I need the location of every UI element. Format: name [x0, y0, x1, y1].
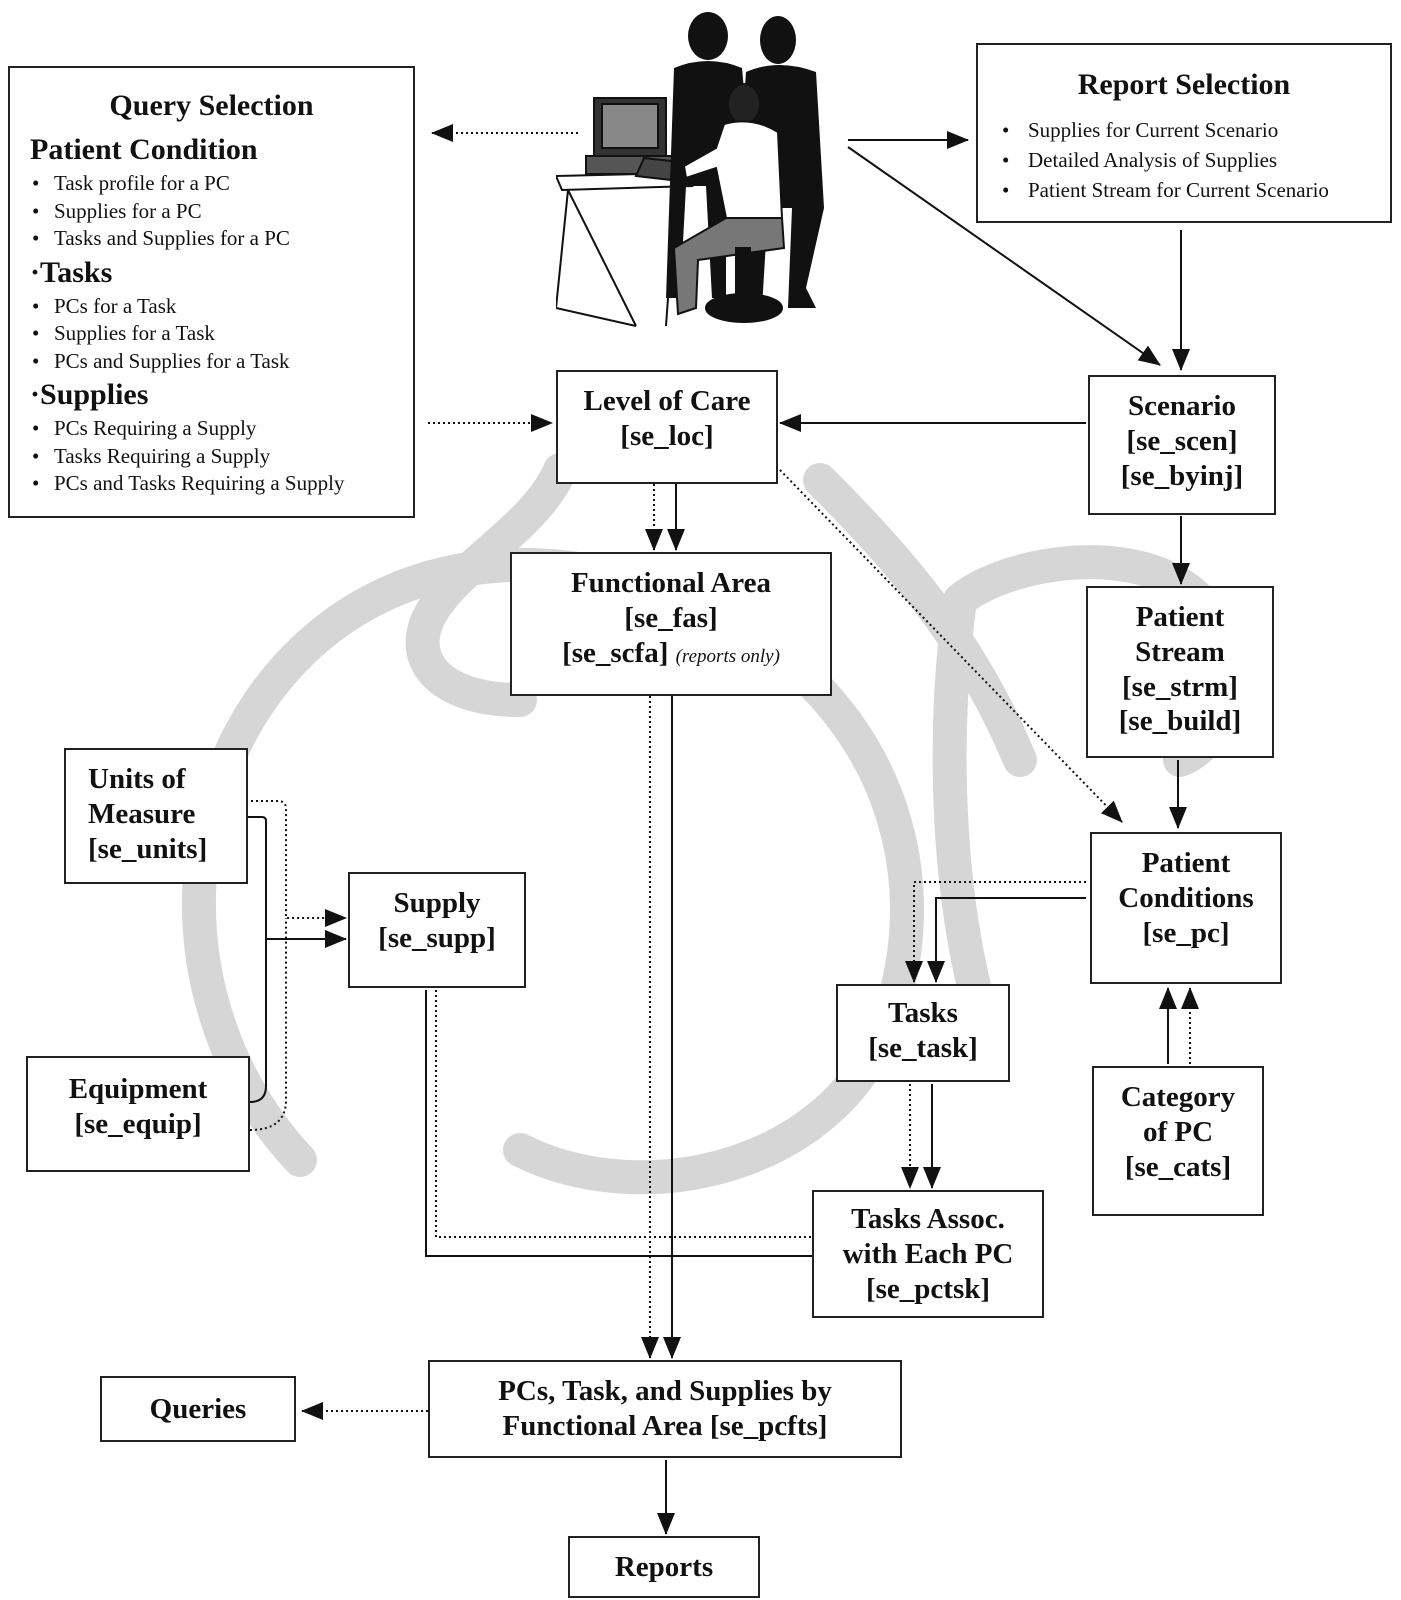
queries-box[interactable]: Queries	[100, 1376, 296, 1442]
box-table-name: [se_fas]	[624, 601, 718, 634]
arrow-units-to-supply	[246, 816, 347, 948]
line-supply-dotted	[435, 990, 812, 1238]
box-table-row: [se_scfa] (reports only)	[512, 636, 830, 671]
group-title-tasks: ·Tasks	[30, 255, 113, 289]
box-table-name: [se_scfa]	[562, 636, 669, 669]
box-label: Patient	[1141, 847, 1231, 879]
query-item[interactable]: Supplies for a PC	[30, 198, 413, 226]
query-item[interactable]: Supplies for a Task	[30, 320, 413, 348]
box-label: Supply	[393, 887, 481, 919]
query-item[interactable]: Task profile for a PC	[30, 170, 413, 198]
line-supply-solid	[425, 990, 812, 1257]
arrow-pc-to-tasks	[927, 897, 1086, 983]
tasks-box[interactable]: Tasks [se_task]	[836, 984, 1010, 1082]
box-table-name: [se_scen]	[1126, 424, 1238, 457]
group-title-supplies: ·Supplies	[30, 378, 149, 411]
query-item[interactable]: PCs and Supplies for a Task	[30, 348, 413, 376]
box-label: Conditions	[1118, 881, 1254, 914]
box-table-name: [se_units]	[88, 832, 208, 865]
tasks-assoc-box[interactable]: Tasks Assoc. with Each PC [se_pctsk]	[812, 1190, 1044, 1318]
equipment-box[interactable]: Equipment [se_equip]	[26, 1056, 250, 1172]
box-label: Reports	[614, 1551, 714, 1583]
box-label: Tasks	[888, 997, 958, 1029]
box-table-name: [se_pctsk]	[865, 1272, 991, 1305]
query-item[interactable]: PCs for a Task	[30, 293, 413, 321]
box-label: Level of Care	[583, 385, 751, 417]
query-item[interactable]: PCs and Tasks Requiring a Supply	[30, 470, 413, 498]
task-queries: PCs for a Task Supplies for a Task PCs a…	[30, 293, 413, 376]
arrow-pc-to-tasks-dotted	[905, 881, 1086, 983]
box-label: Patient	[1135, 601, 1225, 633]
query-selection-panel: Query Selection Patient Condition Task p…	[8, 66, 415, 518]
report-item[interactable]: Detailed Analysis of Supplies	[1000, 145, 1390, 175]
query-item[interactable]: PCs Requiring a Supply	[30, 415, 413, 443]
box-label: Equipment	[68, 1073, 208, 1105]
box-label: Scenario	[1128, 390, 1236, 422]
supply-queries: PCs Requiring a Supply Tasks Requiring a…	[30, 415, 413, 498]
box-label: Category	[1120, 1081, 1236, 1113]
box-table-name: [se_build]	[1118, 705, 1242, 738]
box-table-name: [se_strm]	[1122, 670, 1238, 703]
box-label: with Each PC	[842, 1237, 1014, 1270]
box-table-name: [se_pc]	[1142, 916, 1230, 949]
report-list: Supplies for Current Scenario Detailed A…	[1000, 115, 1390, 205]
box-label: Queries	[149, 1393, 247, 1425]
query-item[interactable]: Tasks Requiring a Supply	[30, 443, 413, 471]
patient-stream-box[interactable]: Patient Stream [se_strm] [se_build]	[1086, 586, 1274, 758]
box-table-name: [se_supp]	[378, 921, 496, 954]
box-label: Stream	[1135, 635, 1225, 668]
box-label: of PC	[1142, 1115, 1214, 1148]
box-label: Functional Area [se_pcfts]	[502, 1409, 828, 1442]
scenario-box[interactable]: Scenario [se_scen] [se_byinj]	[1088, 375, 1276, 515]
box-label: PCs, Task, and Supplies by	[498, 1375, 832, 1407]
box-label: Units of	[88, 763, 186, 795]
patient-condition-queries: Task profile for a PC Supplies for a PC …	[30, 170, 413, 253]
report-selection-title: Report Selection	[1077, 68, 1291, 101]
report-item[interactable]: Supplies for Current Scenario	[1000, 115, 1390, 145]
line-equipment-dotted	[249, 918, 287, 1131]
report-selection-panel: Report Selection Supplies for Current Sc…	[976, 43, 1392, 223]
box-label: Tasks Assoc.	[851, 1203, 1005, 1235]
units-of-measure-box[interactable]: Units of Measure [se_units]	[64, 748, 248, 884]
box-table-name: [se_loc]	[620, 419, 714, 452]
line-equipment-solid	[249, 939, 267, 1103]
query-selection-title: Query Selection	[109, 89, 314, 122]
reports-box[interactable]: Reports	[568, 1536, 760, 1598]
reports-only-note: (reports only)	[675, 645, 780, 667]
box-table-name: [se_equip]	[74, 1107, 202, 1140]
box-table-name: [se_byinj]	[1120, 459, 1244, 492]
category-of-pc-box[interactable]: Category of PC [se_cats]	[1092, 1066, 1264, 1216]
pcs-tasks-supplies-box[interactable]: PCs, Task, and Supplies by Functional Ar…	[428, 1360, 902, 1458]
box-label: Measure	[88, 797, 196, 830]
box-table-name: [se_cats]	[1124, 1150, 1232, 1183]
query-item[interactable]: Tasks and Supplies for a PC	[30, 225, 413, 253]
people-at-computer-illustration	[556, 12, 824, 327]
arrow-people-to-scenario	[847, 146, 1161, 366]
group-title-patient-condition: Patient Condition	[30, 133, 258, 166]
arrow-loc-to-pc	[779, 469, 1123, 823]
box-table-name: [se_task]	[868, 1031, 978, 1064]
box-label: Functional Area	[570, 567, 772, 599]
functional-area-box[interactable]: Functional Area [se_fas] [se_scfa] (repo…	[510, 552, 832, 696]
report-item[interactable]: Patient Stream for Current Scenario	[1000, 175, 1390, 205]
patient-conditions-box[interactable]: Patient Conditions [se_pc]	[1090, 832, 1282, 984]
level-of-care-box[interactable]: Level of Care [se_loc]	[556, 370, 778, 484]
supply-box[interactable]: Supply [se_supp]	[348, 872, 526, 988]
arrow-units-to-supply-dotted	[246, 800, 347, 927]
